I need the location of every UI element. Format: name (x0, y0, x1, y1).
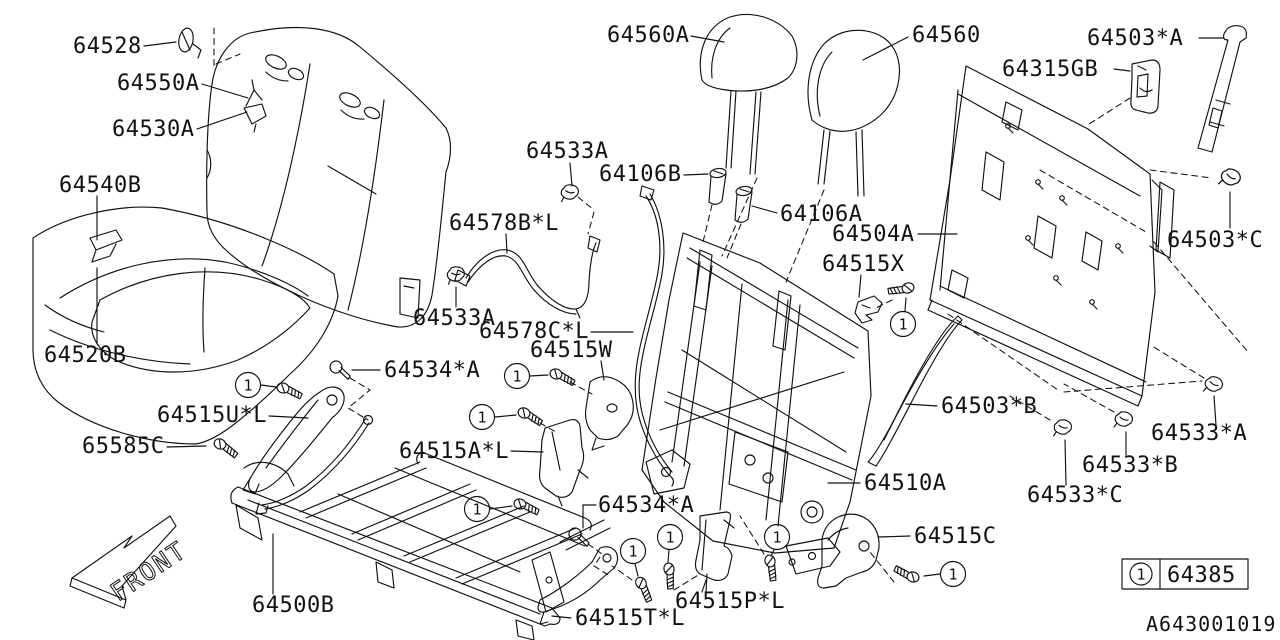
part-label-64515X: 64515X (822, 252, 905, 277)
part-label-64515C: 64515C (914, 524, 996, 549)
part-label-64106A: 64106A (780, 202, 862, 227)
part-label-64533A-1: 64533A (526, 139, 608, 164)
part-label-64515T: 64515T*L (575, 606, 685, 631)
cover-64515C-art (817, 513, 880, 589)
strip-64503B-art (867, 315, 963, 467)
part-label-64503A: 64503*A (1087, 26, 1183, 51)
part-label-64533A-2: 64533A (413, 306, 495, 331)
back-panel-art (927, 65, 1175, 407)
callout-ref: 1 (948, 566, 957, 584)
part-label-64550A: 64550A (117, 71, 199, 96)
part-label-64500B: 64500B (252, 593, 334, 618)
seat-back-art (206, 26, 452, 328)
bracket-64515X-art (854, 295, 883, 324)
part-label-64540B: 64540B (59, 173, 141, 198)
cover-64515W-art (584, 376, 634, 451)
callout-ref: 1 (472, 501, 481, 519)
callout-ref: 1 (512, 368, 521, 386)
callout-1-marker: 1 (656, 523, 684, 551)
headrest-right-art (807, 29, 901, 197)
callout-markers: 1 1 1 1 1 1 1 1 (234, 310, 967, 588)
callout-1-marker: 1 (468, 403, 496, 431)
part-label-64106B: 64106B (599, 162, 681, 187)
part-label-64530A: 64530A (112, 117, 194, 142)
strap-64503A-art (1197, 25, 1247, 153)
bushing-64106A-art (734, 185, 753, 223)
legend-ref: 1 (1136, 566, 1145, 584)
callout-1-marker: 1 (763, 523, 791, 551)
drawing-number: A643001019 (1146, 612, 1276, 636)
part-label-64510A: 64510A (864, 471, 946, 496)
callout-1-marker: 1 (503, 362, 531, 390)
part-label-64578C: 64578C*L (479, 319, 589, 344)
cable-64578C-art (634, 185, 675, 487)
bracket-64515P-art (694, 511, 735, 593)
callout-ref: 1 (243, 377, 252, 395)
part-label-64533sB: 64533*B (1082, 453, 1178, 478)
part-label-65585C: 65585C (82, 434, 164, 459)
callout-1-marker: 1 (234, 371, 262, 399)
diagram-line-art (32, 13, 1247, 640)
part-label-64560: 64560 (912, 23, 981, 48)
front-direction-indicator: FRONT (69, 515, 193, 609)
leader-lines (96, 35, 1231, 619)
callout-ref: 1 (628, 543, 637, 561)
callout-1-marker: 1 (939, 560, 967, 588)
cover-64515A-art (538, 419, 589, 507)
callout-ref: 1 (477, 409, 486, 427)
part-label-64578B: 64578B*L (449, 211, 559, 236)
bottom-frame-art (230, 451, 611, 640)
legend-box: 1 64385 (1121, 558, 1249, 590)
part-label-64504A: 64504A (832, 222, 914, 247)
callout-1-marker: 1 (619, 537, 647, 565)
headrest-left-art (699, 13, 798, 175)
callout-1-marker: 1 (889, 310, 917, 338)
seat-cushion-art (32, 206, 339, 487)
part-label-64520B: 64520B (44, 343, 126, 368)
part-label-64515U: 64515U*L (157, 403, 267, 428)
seat-back-frame-art (641, 232, 872, 575)
part-label-64315GB: 64315GB (1002, 57, 1098, 82)
callout-ref: 1 (665, 529, 674, 547)
part-label-64528: 64528 (73, 34, 142, 59)
callout-ref: 1 (772, 529, 781, 547)
legend-part-number: 64385 (1167, 563, 1236, 588)
clip-64528-art (178, 27, 202, 59)
part-label-64534A-2: 64534*A (598, 493, 694, 518)
part-label-64534A-1: 64534*A (384, 358, 480, 383)
cable-64578B-art (454, 235, 601, 319)
bracket-64315GB-art (1130, 59, 1161, 114)
callout-1-marker: 1 (463, 495, 491, 523)
part-label-64560A: 64560A (607, 23, 689, 48)
part-label-64503B: 64503*B (941, 394, 1037, 419)
part-label-64503C: 64503*C (1167, 228, 1263, 253)
callout-ref: 1 (898, 316, 907, 334)
bushing-64106B-art (708, 167, 727, 205)
part-label-64533sC: 64533*C (1027, 483, 1123, 508)
part-label-64533sA: 64533*A (1151, 421, 1247, 446)
dashed-lines (213, 27, 1249, 591)
part-label-64515A: 64515A*L (399, 439, 509, 464)
part-labels: 64528 64550A 64530A 64540B 64520B 64560A… (44, 23, 1263, 631)
part-label-64515W: 64515W (530, 338, 613, 363)
part-label-64515P: 64515P*L (675, 589, 785, 614)
